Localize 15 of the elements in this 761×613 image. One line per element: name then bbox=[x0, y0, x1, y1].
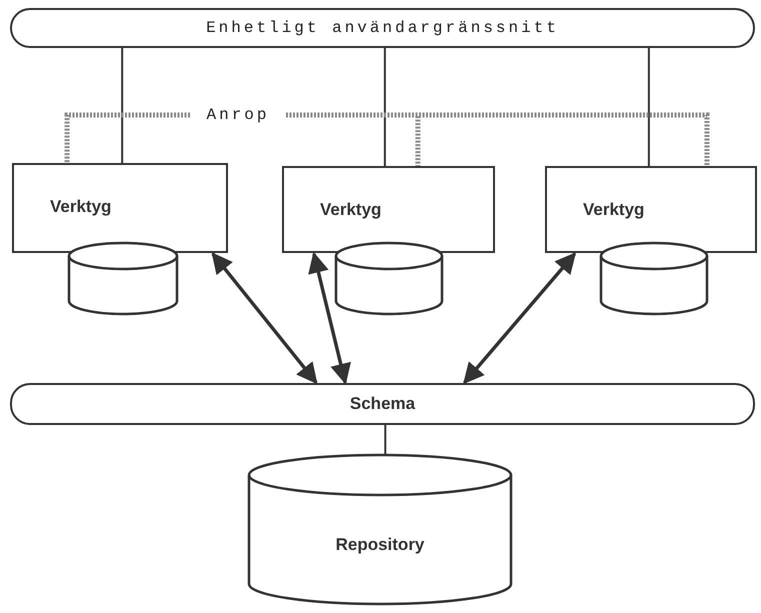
connector-line bbox=[384, 48, 386, 166]
call-line bbox=[64, 112, 190, 163]
connector-line bbox=[384, 425, 386, 455]
rounded-bar bbox=[10, 8, 755, 48]
rounded-bar bbox=[10, 383, 755, 425]
double-arrow bbox=[212, 252, 318, 384]
double-arrow bbox=[308, 252, 351, 385]
node-label: Verktyg bbox=[583, 200, 644, 220]
node-label: Repository bbox=[336, 535, 424, 555]
node-label: Schema bbox=[350, 394, 416, 414]
node-label: Verktyg bbox=[50, 197, 112, 217]
connector-line bbox=[648, 48, 650, 166]
double-arrow bbox=[463, 252, 576, 384]
node-label: Verktyg bbox=[320, 200, 382, 220]
connector-line bbox=[121, 48, 124, 163]
